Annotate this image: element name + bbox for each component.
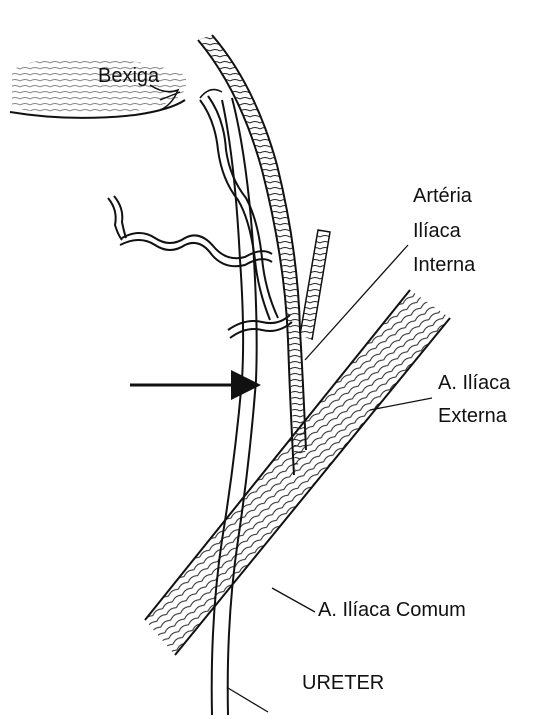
label-common-iliac: A. Ilíaca Comum bbox=[318, 597, 466, 624]
label-internal-iliac-line3: Interna bbox=[413, 252, 475, 279]
internal-iliac-artery bbox=[198, 35, 330, 475]
label-internal-iliac-line1: Artéria bbox=[413, 183, 472, 210]
label-ureter: URETER bbox=[302, 670, 384, 697]
label-external-iliac-line1: A. Ilíaca bbox=[438, 370, 510, 397]
label-external-iliac-line2: Externa bbox=[438, 403, 507, 430]
ureter-vessel bbox=[212, 98, 257, 715]
label-bladder: Bexiga bbox=[98, 63, 159, 90]
label-internal-iliac-line2: Ilíaca bbox=[413, 218, 461, 245]
